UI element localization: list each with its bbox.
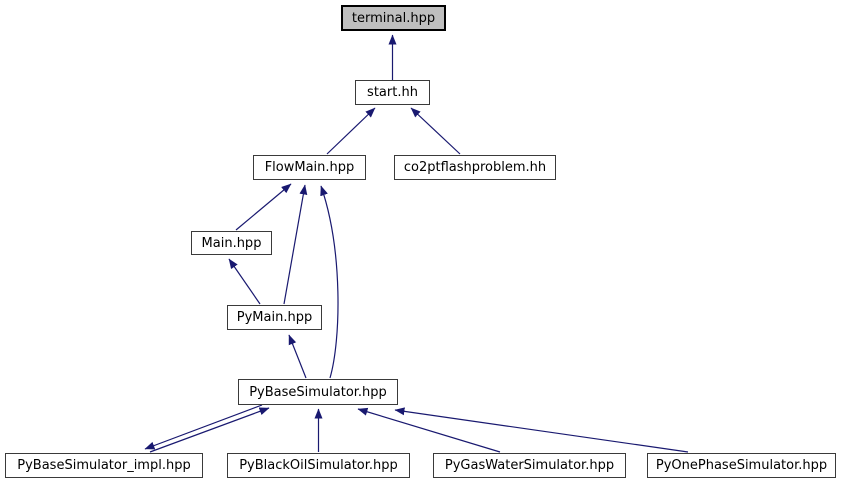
edge-pymain-hpp-to-flowmain-hpp	[283, 184, 308, 305]
graph-node-flowmain-hpp[interactable]: FlowMain.hpp	[253, 155, 366, 180]
graph-node-co2ptflashproblem-hh[interactable]: co2ptflashproblem.hh	[394, 155, 556, 180]
edge-pyonephasesimulator-hpp-to-pybasesimulator-hpp	[394, 407, 689, 453]
graph-node-pybasesimulator-impl-hpp[interactable]: PyBaseSimulator_impl.hpp	[5, 453, 203, 478]
graph-node-terminal-hpp: terminal.hpp	[341, 5, 446, 31]
edge-pybasesimulator-hpp-to-pymain-hpp	[288, 334, 307, 379]
graph-node-main-hpp[interactable]: Main.hpp	[191, 231, 272, 255]
edge-pybasesimulator-hpp-to-flowmain-hpp	[320, 185, 339, 379]
edge-pygaswatersimulator-hpp-to-pybasesimulator-hpp	[357, 407, 501, 453]
graph-node-start-hh[interactable]: start.hh	[355, 80, 430, 105]
edge-pybasesimulator-impl-hpp-to-pybasesimulator-hpp	[149, 407, 270, 453]
graph-node-pyonephasesimulator-hpp[interactable]: PyOnePhaseSimulator.hpp	[647, 453, 836, 478]
edge-main-hpp-to-flowmain-hpp	[235, 183, 292, 231]
graph-node-pygaswatersimulator-hpp[interactable]: PyGasWaterSimulator.hpp	[433, 453, 626, 478]
graph-node-pybasesimulator-hpp[interactable]: PyBaseSimulator.hpp	[238, 379, 398, 405]
graph-node-pymain-hpp[interactable]: PyMain.hpp	[227, 305, 322, 330]
edge-pymain-hpp-to-main-hpp	[228, 258, 261, 305]
edge-co2ptflashproblem-hh-to-start-hh	[410, 107, 461, 155]
edge-pybasesimulator-hpp-to-pybasesimulator-impl-hpp	[144, 404, 263, 450]
graph-node-pyblackoilsimulator-hpp[interactable]: PyBlackOilSimulator.hpp	[227, 453, 410, 478]
edge-flowmain-hpp-to-start-hh	[326, 107, 376, 155]
